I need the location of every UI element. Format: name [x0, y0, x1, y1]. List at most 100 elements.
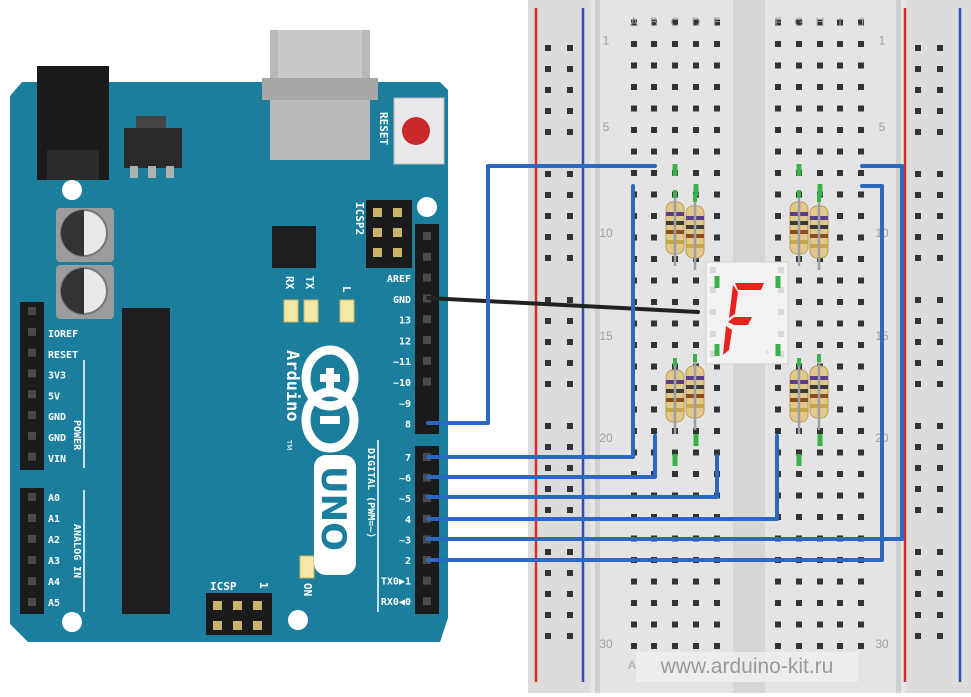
rail-hole [937, 465, 943, 471]
pin-label: ~10 [393, 378, 411, 389]
breadboard-hole [858, 578, 864, 585]
pin-label: ~6 [399, 474, 411, 485]
header-pin [28, 452, 36, 461]
breadboard-hole [837, 170, 843, 176]
rail-hole [567, 255, 573, 261]
breadboard-hole [858, 84, 864, 90]
rail-hole [915, 171, 921, 177]
rail-hole [545, 612, 551, 618]
breadboard-hole [651, 170, 657, 176]
breadboard-hole [714, 213, 720, 219]
row-label: 15 [599, 329, 613, 343]
rail-hole [915, 45, 921, 51]
pin-label: ~5 [399, 494, 411, 505]
breadboard-hole [714, 363, 720, 370]
mounting-hole [62, 612, 82, 632]
breadboard-hole [651, 127, 657, 133]
header-pin [423, 315, 431, 324]
rail-hole [937, 360, 943, 366]
capacitor-1-stripe [61, 210, 84, 256]
icsp2-header [366, 200, 412, 268]
breadboard-hole [858, 256, 864, 262]
breadboard-hole [775, 428, 781, 434]
breadboard-hole [651, 342, 657, 348]
breadboard-hole [672, 62, 678, 69]
digital-header-bottom [415, 446, 439, 614]
breadboard-hole [775, 105, 781, 112]
breadboard-hole [714, 621, 720, 628]
display-pin [710, 267, 716, 273]
breadboard-hole [693, 62, 699, 69]
breadboard-hole [651, 385, 657, 391]
breadboard-hole [837, 342, 843, 348]
breadboard-hole [858, 428, 864, 434]
rail-hole [567, 318, 573, 324]
on-label: ON [301, 583, 314, 596]
column-label: G [794, 15, 803, 29]
rail-hole [545, 507, 551, 513]
rail-hole [545, 633, 551, 639]
breadboard-hole [837, 213, 843, 219]
rail-hole [545, 381, 551, 387]
mounting-hole [288, 610, 308, 630]
breadboard-hole [631, 62, 637, 69]
breadboard-hole [693, 84, 699, 90]
display-pin-marks [710, 267, 784, 357]
rail-hole [567, 633, 573, 639]
header-pin [423, 377, 431, 386]
lead-contact [714, 344, 720, 356]
breadboard-hole [837, 621, 843, 628]
rail-hole [915, 591, 921, 597]
wire-pin2 [426, 184, 884, 562]
pin-label: GND [48, 433, 66, 444]
breadboard-hole [714, 127, 720, 133]
rail-hole [937, 549, 943, 555]
breadboard-hole [631, 600, 637, 606]
breadboard-hole [672, 84, 678, 90]
logo-plus-horz [320, 374, 340, 382]
segment-f [729, 285, 738, 318]
rail-hole [915, 192, 921, 198]
pin-label: GND [48, 412, 66, 423]
breadboard-hole [693, 449, 699, 456]
digital-label: DIGITAL (PWM=~) [365, 448, 376, 538]
breadboard-hole [796, 299, 802, 305]
arduino-infinity-logo [301, 345, 359, 453]
breadboard-hole [631, 643, 637, 649]
pin-label: RESET [48, 350, 78, 361]
usb-flange [262, 78, 378, 100]
row-label: 5 [603, 120, 610, 134]
breadboard-hole [775, 363, 781, 370]
breadboard-hole [858, 19, 864, 26]
rail-hole [937, 486, 943, 492]
breadboard-hole [837, 277, 843, 284]
column-label: C [671, 15, 680, 29]
breadboard-hole [631, 105, 637, 112]
icsp-pin [213, 601, 222, 610]
breadboard-hole [817, 643, 823, 649]
breadboard-hole [714, 234, 720, 241]
breadboard-hole [693, 342, 699, 348]
rail-hole [937, 87, 943, 93]
rail-hole [567, 234, 573, 240]
rx-label: RX [283, 276, 296, 290]
breadboard-hole [837, 492, 843, 499]
rail-hole [915, 87, 921, 93]
column-label: D [692, 15, 701, 29]
rail-hole [915, 234, 921, 240]
breadboard-hole [817, 621, 823, 628]
reset-button[interactable] [402, 117, 430, 145]
breadboard-hole [817, 148, 823, 155]
display-pin [778, 267, 784, 273]
header-pin [423, 273, 431, 282]
rail-hole [567, 192, 573, 198]
rail-hole [567, 108, 573, 114]
wire-pin3 [426, 164, 904, 541]
breadboard-hole [837, 428, 843, 434]
breadboard-hole [817, 170, 823, 176]
wire-gnd [426, 296, 700, 314]
breadboard-hole [796, 600, 802, 606]
breadboard-hole [651, 19, 657, 26]
